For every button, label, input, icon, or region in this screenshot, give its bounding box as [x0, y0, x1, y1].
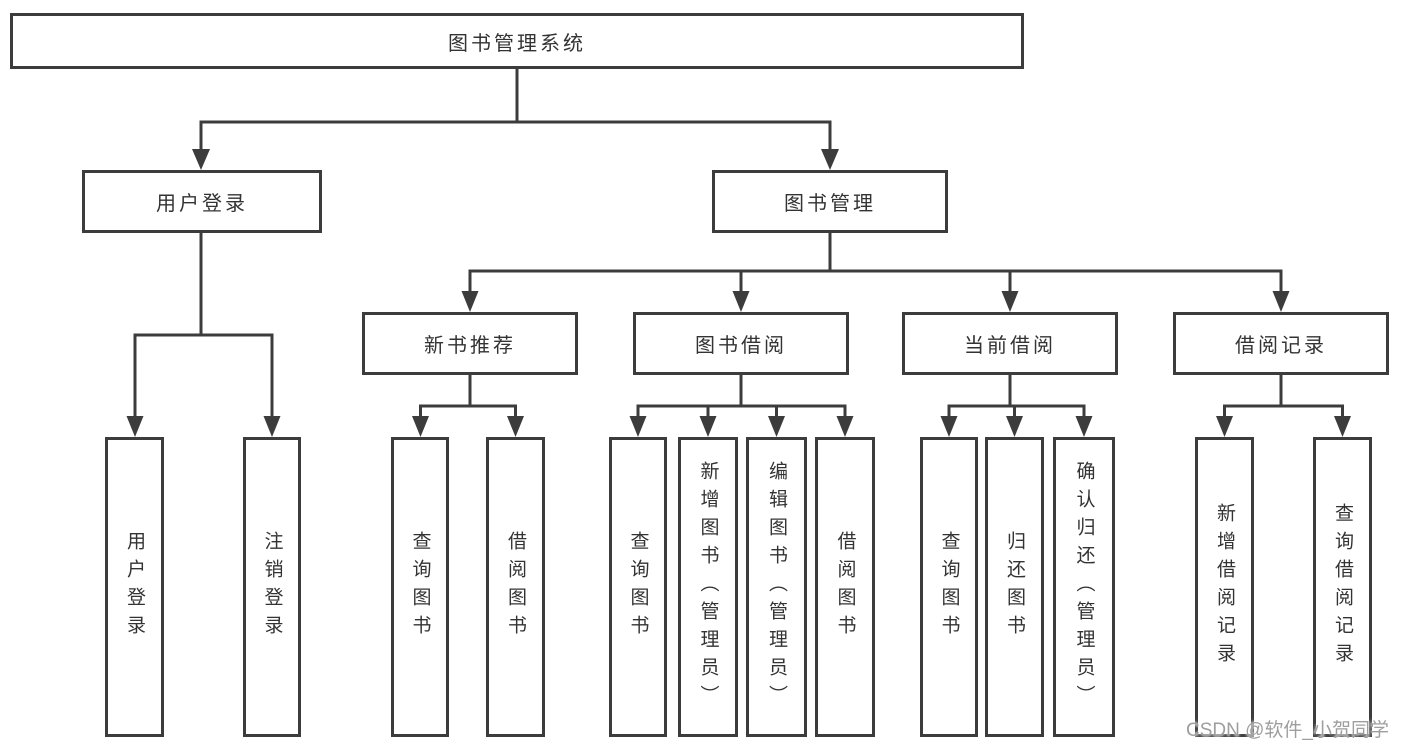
node-label: 当前借阅 [964, 335, 1056, 357]
node-label: 图书管理 [784, 193, 876, 215]
node-book-management: 图书管理 [712, 170, 948, 233]
leaf-label: 归还图书 [1004, 531, 1025, 643]
node-label: 图书管理系统 [448, 32, 586, 55]
leaf-label: 查询图书 [409, 531, 431, 643]
leaf-add-books-admin: 新增图书（管理员） [678, 437, 738, 737]
leaf-edit-books-admin: 编辑图书（管理员） [746, 437, 807, 737]
leaf-label: 查询图书 [938, 531, 960, 643]
leaf-label: 编辑图书（管理员） [766, 461, 787, 713]
node-book-management-system: 图书管理系统 [10, 13, 1024, 69]
leaf-label: 新增图书（管理员） [697, 461, 719, 713]
node-book-borrow: 图书借阅 [633, 312, 849, 375]
node-label: 新书推荐 [424, 335, 516, 357]
node-label: 用户登录 [156, 193, 248, 215]
leaf-label: 借阅图书 [834, 531, 856, 643]
leaf-label: 查询借阅记录 [1332, 503, 1353, 671]
node-new-book-recommend: 新书推荐 [362, 312, 578, 375]
leaf-user-login: 用户登录 [105, 437, 164, 737]
node-borrow-records: 借阅记录 [1173, 312, 1389, 375]
leaf-label: 借阅图书 [505, 531, 526, 643]
leaf-borrow-books-recommend: 借阅图书 [486, 437, 545, 737]
leaf-label: 用户登录 [124, 531, 145, 643]
node-current-borrow: 当前借阅 [902, 312, 1118, 375]
leaf-add-borrow-record: 新增借阅记录 [1195, 437, 1254, 737]
leaf-query-books-recommend: 查询图书 [391, 437, 449, 737]
leaf-label: 确认归还（管理员） [1073, 461, 1095, 713]
leaf-logout: 注销登录 [243, 437, 301, 737]
leaf-confirm-return-admin: 确认归还（管理员） [1053, 437, 1115, 737]
leaf-label: 查询图书 [627, 531, 649, 643]
leaf-query-books-current: 查询图书 [920, 437, 978, 737]
leaf-label: 注销登录 [261, 531, 283, 643]
node-label: 借阅记录 [1235, 335, 1327, 357]
leaf-query-borrow-record: 查询借阅记录 [1313, 437, 1372, 737]
node-label: 图书借阅 [695, 335, 787, 357]
leaf-return-books: 归还图书 [985, 437, 1044, 737]
node-user-login: 用户登录 [82, 170, 322, 233]
leaf-query-books-borrow: 查询图书 [609, 437, 667, 737]
leaf-label: 新增借阅记录 [1214, 503, 1235, 671]
leaf-borrow-books: 借阅图书 [815, 437, 875, 737]
watermark-text: CSDN @软件_小贺同学 [1186, 720, 1389, 741]
